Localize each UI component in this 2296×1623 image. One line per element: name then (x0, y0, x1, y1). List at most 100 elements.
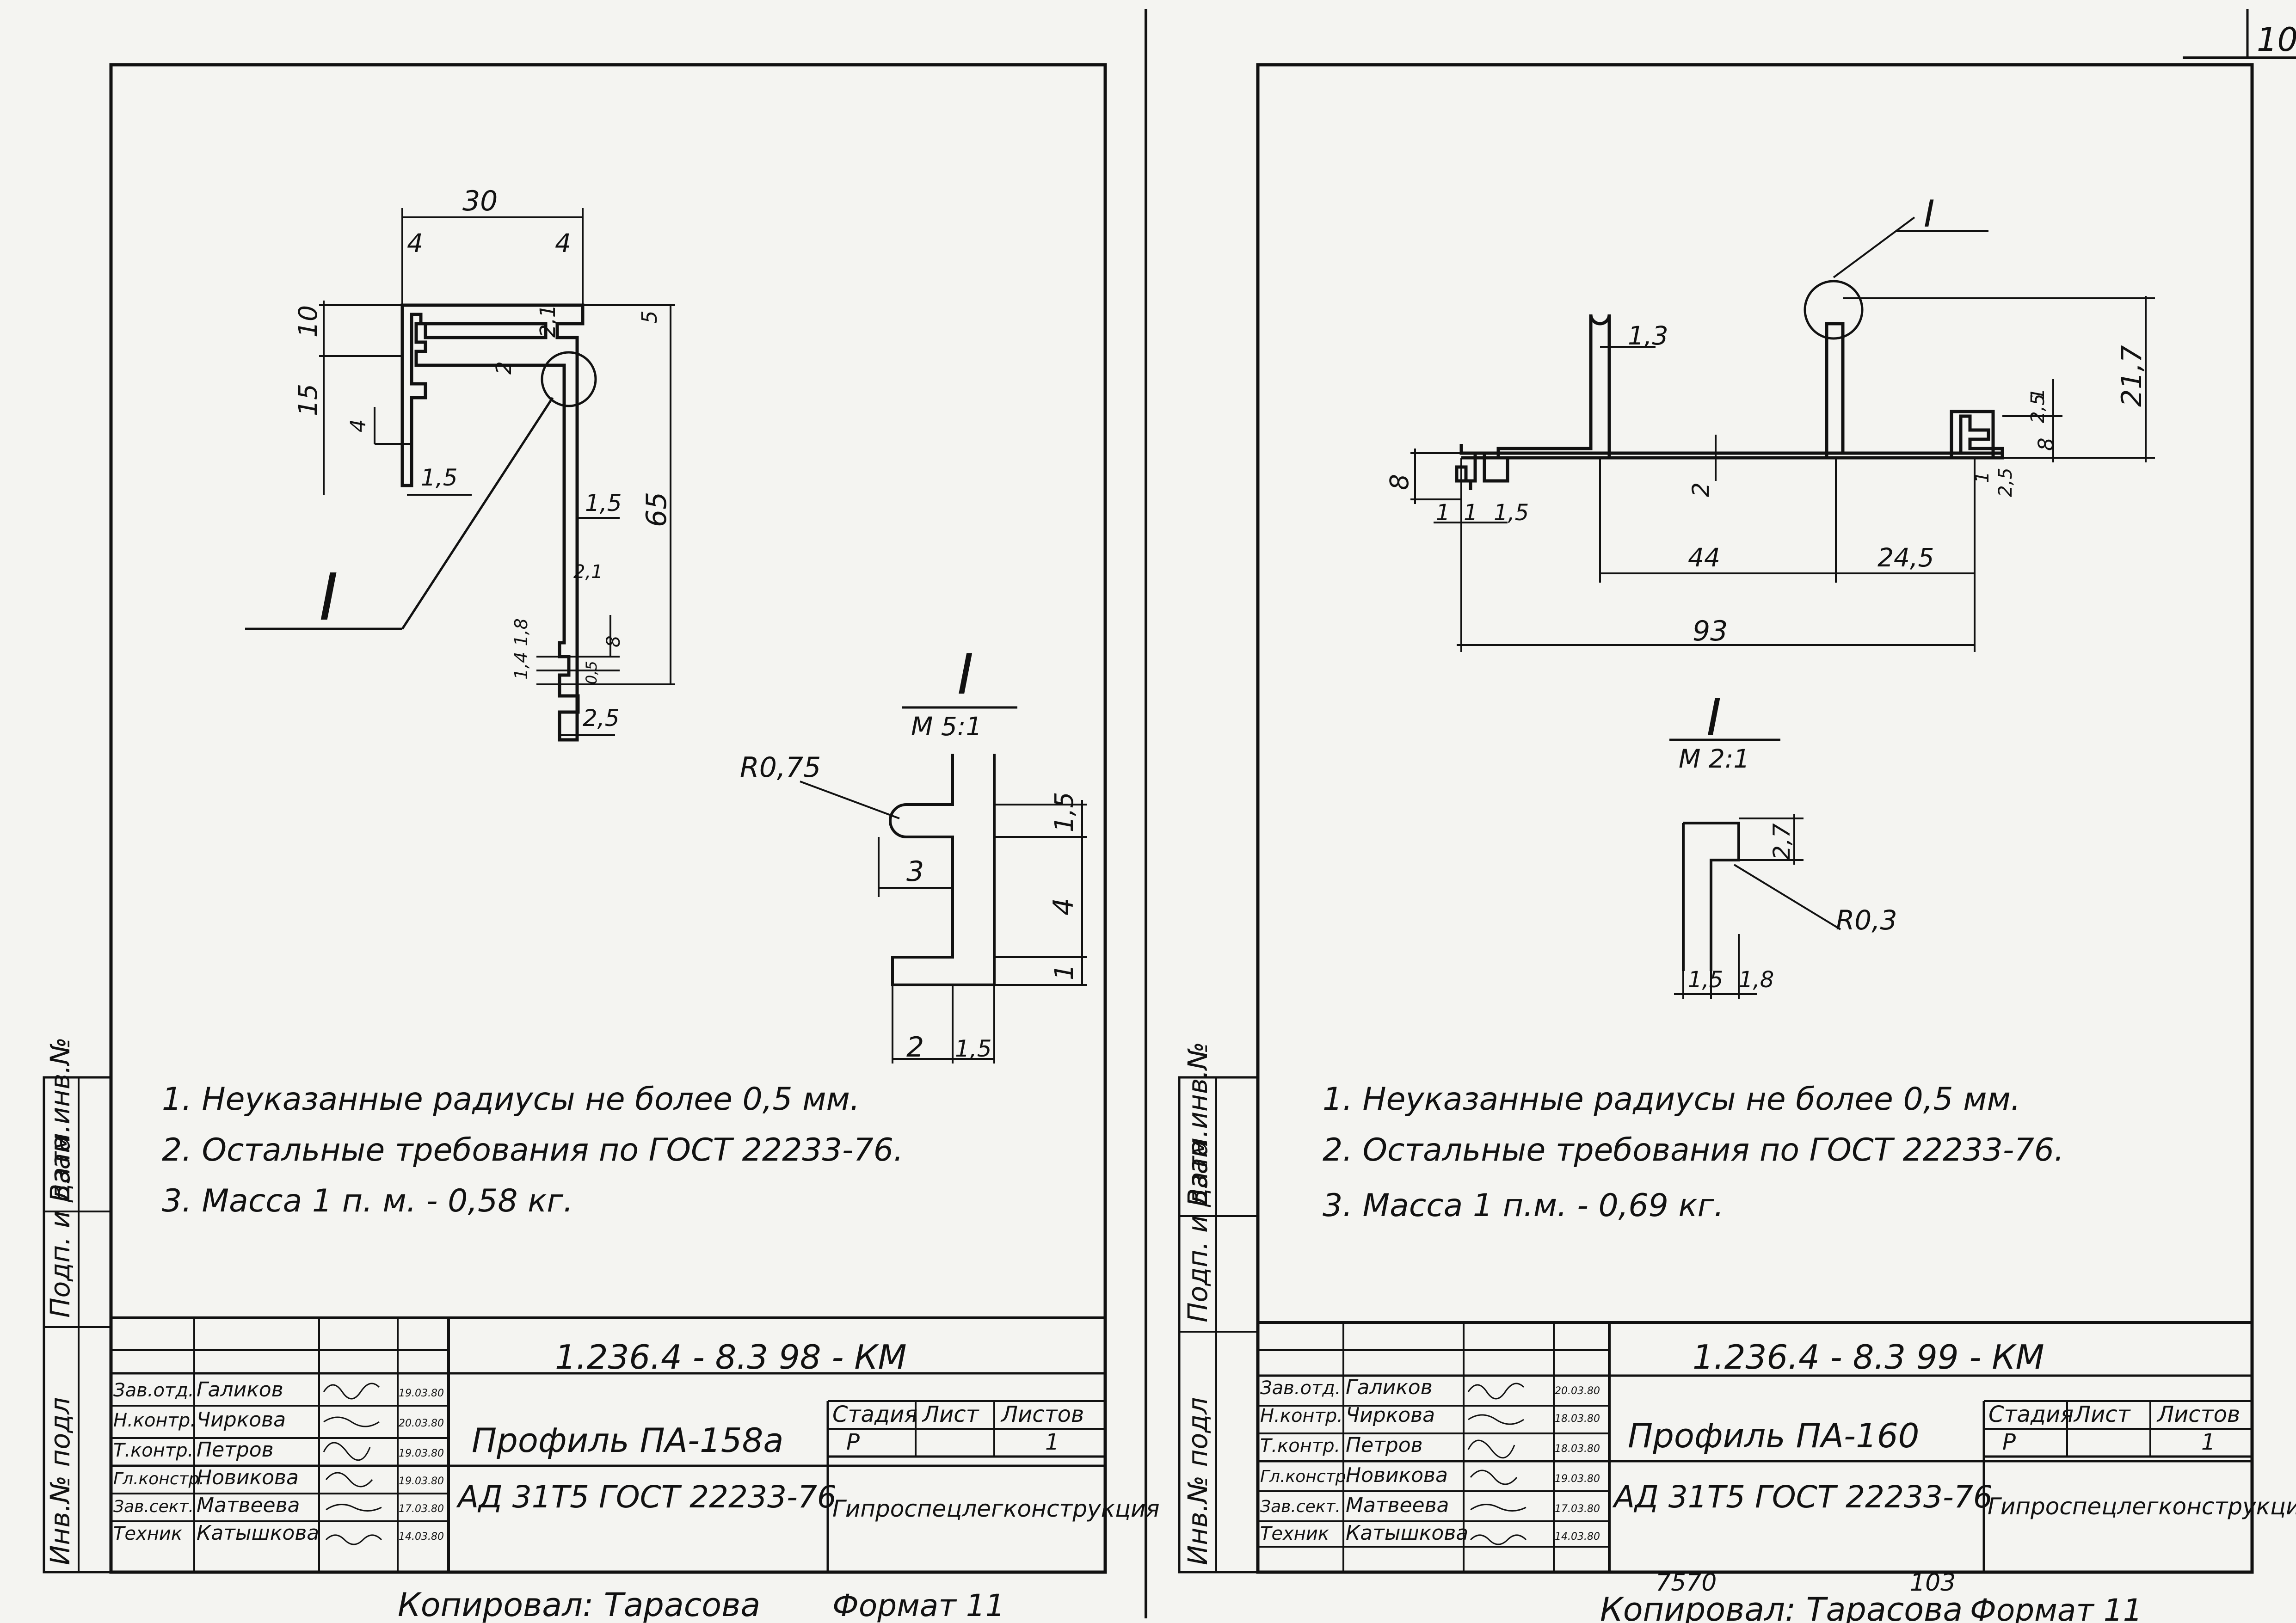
right-title-block-rows-3-name-text: Новикова (1346, 1463, 1448, 1487)
left-note-1: 1. Неуказанные радиусы не более 0,5 мм. (162, 1081, 860, 1118)
left-side-label-1: Инв.№ подл (44, 1397, 76, 1565)
drawing-stroke (400, 303, 585, 742)
right-detail-radius-text: R0,3 (1836, 904, 1897, 936)
drawing-stroke (800, 781, 900, 819)
right-side-label-1: Инв.№ подл (1182, 1397, 1213, 1565)
left-dims-d15-text: 15 (293, 384, 323, 416)
right-title-block-rows-2-date-text: 18.03.80 (1555, 1443, 1600, 1455)
drawing-stroke (1256, 1321, 2253, 1574)
right-dims-d1-3-text: 1,3 (1628, 321, 1668, 350)
left-title-block: 1.236.4 - 8.3 98 - КМ Профиль ПА-158а АД… (110, 1316, 1160, 1574)
left-title-block-rows-0-name-text: Галиков (197, 1378, 283, 1402)
right-profile-drawing: 1,3 21,7 1 2,5 8 8 2 1 1 1,5 44 24,5 93 … (1385, 192, 2155, 652)
left-title-block-code-text: 1.236.4 - 8.3 98 - КМ (555, 1338, 907, 1377)
left-dims-d0-5-text: 0,5 (583, 661, 600, 684)
left-title-block-rows-0-role-text: Зав.отд. (113, 1380, 194, 1401)
right-note-1: 1. Неуказанные радиусы не более 0,5 мм. (1323, 1081, 2020, 1118)
right-title-block-rows-3-role-text: Гл.констр. (1260, 1467, 1351, 1486)
left-sheet: Взам.инв.№ Подп. и дата Инв.№ подл (43, 63, 1160, 1623)
right-format-text: Формат 11 (1970, 1592, 2142, 1623)
right-title-block-rows-0-role-text: Зав.отд. (1260, 1377, 1341, 1399)
left-copied-text: Копировал: Тарасова (398, 1586, 760, 1623)
left-title-block-sheets-h-text: Листов (1000, 1402, 1084, 1427)
left-title-block-rows-5-role-text: Техник (113, 1523, 182, 1544)
right-copied-text: Копировал: Тарасова (1600, 1591, 1963, 1623)
left-detail-title-text: I (957, 643, 973, 707)
left-side-strip: Взам.инв.№ Подп. и дата Инв.№ подл (43, 1037, 112, 1574)
right-detail: I М 2:1 2,7 R0,3 1,5 1,8 (1669, 688, 1897, 999)
right-dims-d24-5-text: 24,5 (1877, 543, 1934, 572)
left-title-block-rows-4-name-text: Матвеева (197, 1494, 300, 1517)
drawing-stroke (110, 1316, 1107, 1574)
left-title-block-material-text: АД 31Т5 ГОСТ 22233-76 (456, 1479, 837, 1515)
left-title-block-rows-4-role-text: Зав.сект. (113, 1497, 194, 1516)
right-title-block-rows-1-date-text: 18.03.80 (1555, 1413, 1600, 1425)
right-inv2-text: 103 (1910, 1569, 1956, 1597)
left-dims-d2-1-text: 2,1 (536, 304, 560, 338)
left-title-block-sheet-h-text: Лист (922, 1402, 980, 1427)
right-note-2: 2. Остальные требования по ГОСТ 22233-76… (1323, 1132, 2064, 1168)
right-title-block-rows-4-role-text: Зав.сект. (1260, 1497, 1341, 1516)
left-title-block-rows-0-date-text: 19.03.80 (399, 1388, 444, 1399)
left-dims-d4b-text: 4 (555, 228, 571, 258)
left-note-3: 3. Масса 1 п. м. - 0,58 кг. (162, 1183, 573, 1219)
right-title-block-rows-5-role-text: Техник (1260, 1523, 1329, 1544)
left-section-mark: I (319, 560, 338, 635)
left-dims-d4a-text: 4 (407, 228, 423, 258)
left-format-text: Формат 11 (832, 1588, 1005, 1623)
right-dims-d93-text: 93 (1693, 615, 1728, 647)
left-title-block-rows-4-date-text: 17.03.80 (399, 1503, 444, 1515)
right-detail-title-text: I (1706, 688, 1721, 747)
right-side-strip: Взам.инв.№ Подп. и дата Инв.№ подл (1178, 1042, 1259, 1574)
right-detail-d1-8-text: 1,8 (1739, 967, 1774, 993)
left-side-label-2: Подп. и дата (44, 1135, 76, 1318)
left-dims-d65-text: 65 (640, 492, 673, 527)
drawing-stroke (1467, 1383, 1527, 1545)
drawing-stroke (1733, 864, 1841, 930)
left-side-label-3: Взам.инв.№ (44, 1037, 76, 1202)
drawing-stroke (401, 397, 554, 630)
left-note-2: 2. Остальные требования по ГОСТ 22233-76… (162, 1132, 904, 1168)
right-title-block-stage-h-text: Стадия (1988, 1402, 2074, 1427)
left-detail-d3-text: 3 (906, 855, 924, 888)
left-dims-d1-1-8-text: 1,4 1,8 (511, 618, 531, 680)
right-title-block-rows-2-name-text: Петров (1346, 1433, 1423, 1457)
left-detail-d1-5-text: 1,5 (1049, 792, 1079, 832)
drawing-stroke (1455, 314, 2004, 490)
left-title-block-rows-1-name-text: Чиркова (197, 1408, 286, 1432)
left-title-block-rows-1-role-text: Н.контр. (113, 1410, 196, 1431)
right-dims-d2-5b-text: 2,5 (1995, 467, 2016, 497)
left-detail-d1-5b-text: 1,5 (955, 1035, 992, 1062)
left-dims-d2-1b-text: 2,1 (573, 561, 603, 583)
right-title-block-code-text: 1.236.4 - 8.3 99 - КМ (1693, 1338, 2044, 1377)
left-title-block-rows-3-role-text: Гл.констр. (113, 1469, 204, 1488)
right-title-block-rows-1-name-text: Чиркова (1346, 1403, 1435, 1427)
left-dims-d10-text: 10 (293, 305, 323, 338)
left-detail-circle (541, 351, 597, 407)
right-dims-d1-text: 1 (2027, 388, 2049, 400)
right-notes: 1. Неуказанные радиусы не более 0,5 мм. … (1323, 1081, 2064, 1224)
right-dims-d2-5a-text: 2,5 (2027, 393, 2049, 423)
right-dims-d8b-text: 8 (1385, 474, 1414, 490)
page-corner-number: 10 (2257, 21, 2296, 59)
left-title-block-sheets-text: 1 (1045, 1429, 1059, 1455)
right-title-block-name-text: Профиль ПА-160 (1628, 1416, 1919, 1455)
right-title-block-rows-0-date-text: 20.03.80 (1555, 1385, 1600, 1397)
right-dims-d1-2-text: 1 (1464, 500, 1478, 526)
right-note-3: 3. Масса 1 п.м. - 0,69 кг. (1323, 1187, 1724, 1224)
left-detail-d2-text: 2 (906, 1031, 924, 1064)
right-sheet: Взам.инв.№ Подп. и дата Инв.№ подл (1178, 63, 2296, 1623)
right-side-label-2: Подп. и дата (1182, 1140, 1213, 1322)
left-title-block-rows-2-role-text: Т.контр. (113, 1440, 193, 1461)
left-dims-d1-5a-text: 1,5 (421, 464, 458, 491)
right-title-block-rows-5-name-text: Катышкова (1346, 1521, 1468, 1545)
drawing-stroke (1833, 216, 1915, 278)
left-dims-d1-5b-text: 1,5 (585, 490, 622, 516)
right-inv-text: 7570 (1656, 1569, 1717, 1597)
right-title-block-stage-text: Р (2002, 1429, 2016, 1455)
left-detail-scale-text: М 5:1 (911, 712, 982, 741)
left-title-block-stage-h-text: Стадия (832, 1402, 917, 1427)
right-dims-d21-7-text: 21,7 (2116, 345, 2148, 407)
right-dims-d44-text: 44 (1688, 543, 1720, 572)
